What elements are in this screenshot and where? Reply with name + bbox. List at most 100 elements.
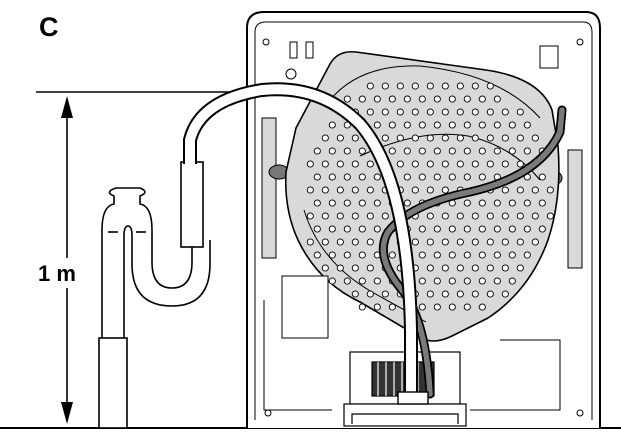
perforation-dot xyxy=(426,238,434,246)
perforation-dot xyxy=(418,303,426,311)
perforation-dot xyxy=(411,186,419,194)
perforation-dot xyxy=(351,212,359,220)
perforation-dot xyxy=(313,147,321,155)
perforation-dot xyxy=(456,290,464,298)
right-rail xyxy=(567,149,583,269)
perforation-dot xyxy=(493,277,501,285)
perforation-dot xyxy=(471,82,479,90)
perforation-dot xyxy=(478,121,486,129)
pump-base xyxy=(343,403,467,427)
arrow-up-icon xyxy=(61,96,73,118)
perforation-dot xyxy=(343,277,351,285)
s-trap-outer xyxy=(101,187,193,338)
perforation-dot xyxy=(313,199,321,207)
perforation-dot xyxy=(403,147,411,155)
perforation-dot xyxy=(418,277,426,285)
perforation-dot xyxy=(471,134,479,142)
perforation-dot xyxy=(358,199,366,207)
perforation-dot xyxy=(478,303,486,311)
perforation-dot xyxy=(411,160,419,168)
perforation-dot xyxy=(501,186,509,194)
perforation-dot xyxy=(516,134,524,142)
perforation-dot xyxy=(456,108,464,116)
perforation-dot xyxy=(351,186,359,194)
perforation-dot xyxy=(433,121,441,129)
perforation-dot xyxy=(516,238,524,246)
perforation-dot xyxy=(501,238,509,246)
perforation-dot xyxy=(381,290,389,298)
perforation-dot xyxy=(493,199,501,207)
perforation-dot xyxy=(441,160,449,168)
perforation-dot xyxy=(463,95,471,103)
perforation-dot xyxy=(463,225,471,233)
perforation-dot xyxy=(501,264,509,272)
perforation-dot xyxy=(486,264,494,272)
service-panel xyxy=(281,275,329,339)
arrow-down-icon xyxy=(61,402,73,424)
perforation-dot xyxy=(343,199,351,207)
perforation-dot xyxy=(358,251,366,259)
perforation-dot xyxy=(471,238,479,246)
perforation-dot xyxy=(456,212,464,220)
perforation-dot xyxy=(516,212,524,220)
perforation-dot xyxy=(418,225,426,233)
perforation-dot xyxy=(373,121,381,129)
bolt-icon xyxy=(285,68,297,80)
perforation-dot xyxy=(448,173,456,181)
perforation-dot xyxy=(358,277,366,285)
perforation-dot xyxy=(426,290,434,298)
perforation-dot xyxy=(358,147,366,155)
perforation-dot xyxy=(478,95,486,103)
perforation-dot xyxy=(516,160,524,168)
perforation-dot xyxy=(321,186,329,194)
perforation-dot xyxy=(328,199,336,207)
perforation-dot xyxy=(456,160,464,168)
perforation-dot xyxy=(313,173,321,181)
perforation-dot xyxy=(478,251,486,259)
perforation-dot xyxy=(366,212,374,220)
washing-machine xyxy=(246,11,601,428)
perforation-dot xyxy=(321,264,329,272)
perforation-dot xyxy=(418,147,426,155)
perforation-dot xyxy=(486,238,494,246)
perforation-dot xyxy=(321,160,329,168)
perforation-dot xyxy=(433,277,441,285)
perforation-dot xyxy=(463,199,471,207)
perforation-dot xyxy=(441,108,449,116)
perforation-dot xyxy=(366,238,374,246)
perforation-dot xyxy=(516,186,524,194)
perforation-dot xyxy=(486,212,494,220)
perforation-dot xyxy=(351,264,359,272)
perforation-dot xyxy=(313,251,321,259)
perforation-dot xyxy=(313,225,321,233)
perforation-dot xyxy=(441,264,449,272)
perforation-dot xyxy=(426,160,434,168)
perforation-dot xyxy=(411,82,419,90)
standpipe xyxy=(98,187,211,429)
perforation-dot xyxy=(456,238,464,246)
perforation-dot xyxy=(396,108,404,116)
perforation-dot xyxy=(388,95,396,103)
perforation-dot xyxy=(328,251,336,259)
perforation-dot xyxy=(343,95,351,103)
panel-label: C xyxy=(39,12,59,42)
perforation-dot xyxy=(546,186,554,194)
perforation-dot xyxy=(508,121,516,129)
perforation-dot xyxy=(306,238,314,246)
perforation-dot xyxy=(388,121,396,129)
perforation-dot xyxy=(486,160,494,168)
perforation-dot xyxy=(403,173,411,181)
perforation-dot xyxy=(523,199,531,207)
perforation-dot xyxy=(508,225,516,233)
perforation-dot xyxy=(493,121,501,129)
perforation-dot xyxy=(471,290,479,298)
perforation-dot xyxy=(336,212,344,220)
perforation-dot xyxy=(396,134,404,142)
perforation-dot xyxy=(486,290,494,298)
perforation-dot xyxy=(516,264,524,272)
perforation-dot xyxy=(448,121,456,129)
perforation-dot xyxy=(388,147,396,155)
perforation-dot xyxy=(463,147,471,155)
cabinet-inner-outline xyxy=(254,21,593,420)
perforation-dot xyxy=(508,199,516,207)
